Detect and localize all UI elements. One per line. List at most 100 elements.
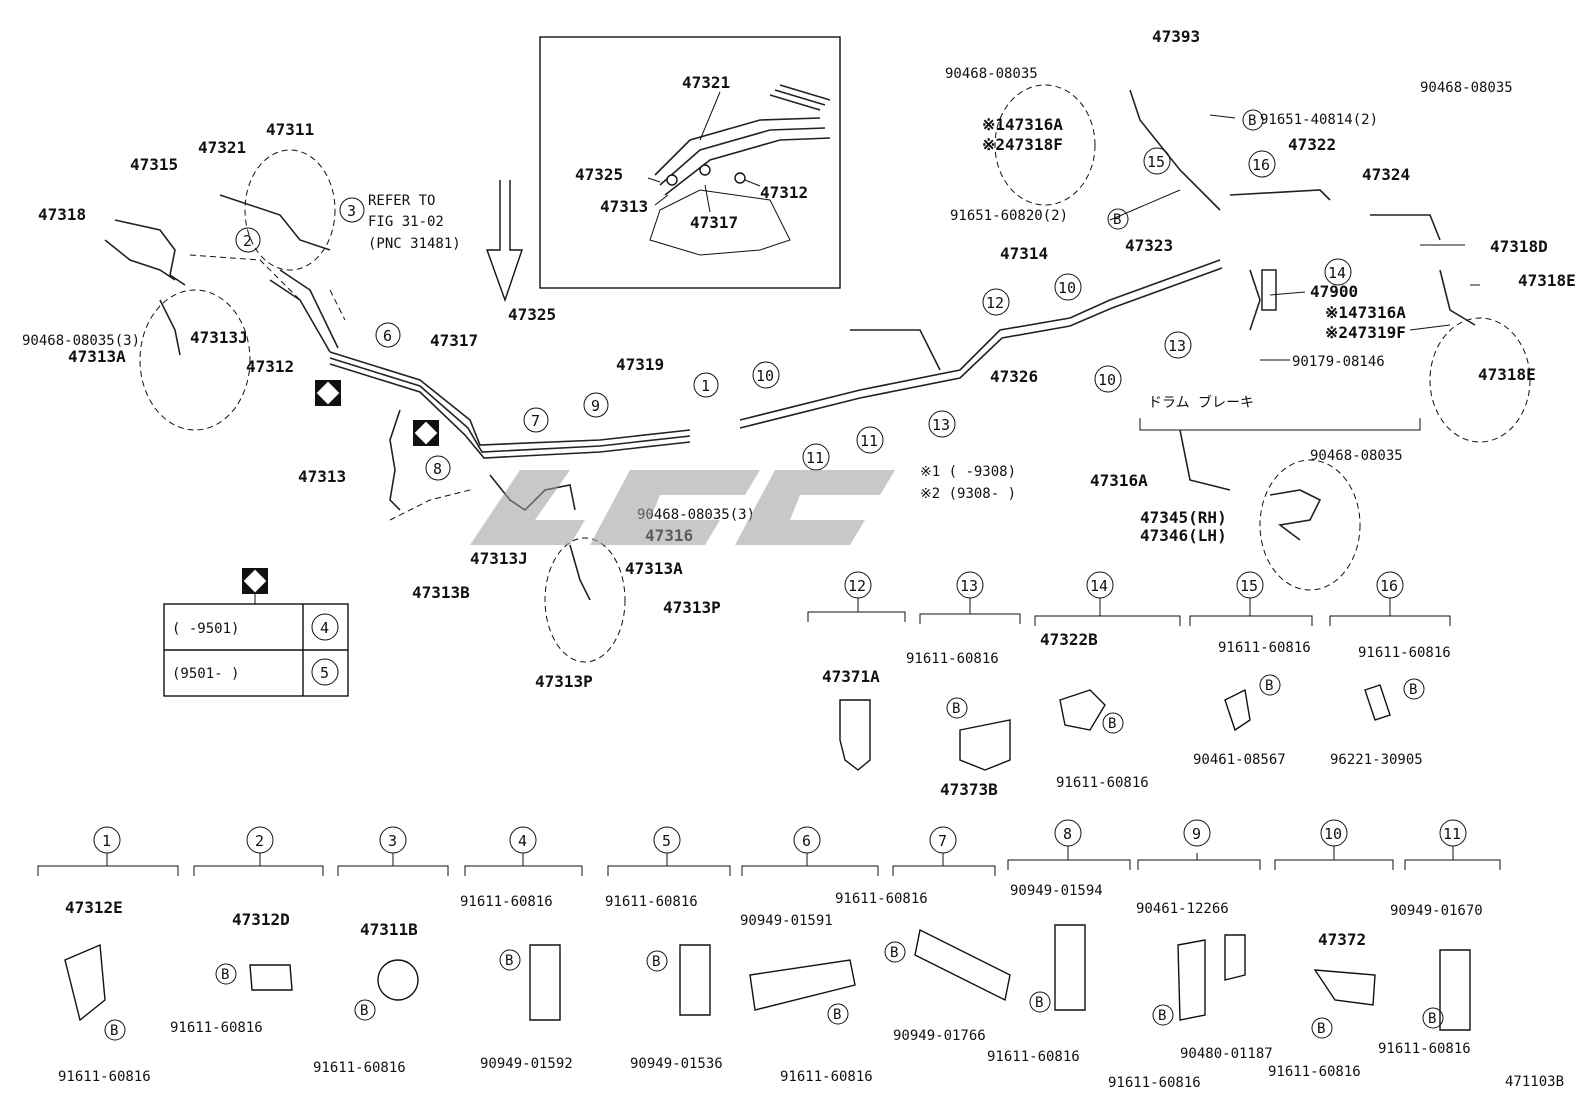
svg-text:B: B	[110, 1023, 118, 1039]
inset-detail: 47321 47325 47313 47317 47312	[539, 36, 841, 289]
main-brake-lines	[104, 89, 1476, 601]
group3-part1: 47311B	[360, 920, 418, 939]
callout-11b: 11	[860, 432, 878, 450]
svg-text:B: B	[952, 701, 960, 717]
group10-part2: 91611-60816	[1268, 1064, 1361, 1080]
label-47325: 47325	[508, 305, 556, 324]
mid-groups: 12 47371A 13 91611-60816 B 47373B 14 473…	[807, 571, 1451, 799]
group10-num: 10	[1324, 825, 1342, 843]
diagram-code: 471103B	[1505, 1074, 1564, 1090]
svg-text:B: B	[652, 954, 660, 970]
group12-part: 47371A	[822, 667, 880, 686]
label-47393: 47393	[1152, 27, 1200, 46]
group9-part2: 90480-01187	[1180, 1046, 1273, 1062]
group9-part1: 90461-12266	[1136, 901, 1229, 917]
svg-text:B: B	[1428, 1011, 1436, 1027]
callout-15: 15	[1147, 153, 1165, 171]
group5-part2: 90949-01536	[630, 1056, 723, 1072]
group5-num: 5	[662, 832, 671, 850]
group7-part1: 91611-60816	[835, 891, 928, 907]
legend-row2-ref: 5	[320, 664, 329, 682]
refer-line1: REFER TO	[368, 193, 435, 209]
group2-part2: 91611-60816	[170, 1020, 263, 1036]
group14-part2: 91611-60816	[1056, 775, 1149, 791]
label-47313: 47313	[298, 467, 346, 486]
svg-text:B: B	[1113, 212, 1121, 228]
label-47316A-drum: 47316A	[1090, 471, 1148, 490]
svg-text:B: B	[221, 967, 229, 983]
label-91651-60820: 91651-60820(2)	[950, 208, 1068, 224]
svg-text:B: B	[505, 953, 513, 969]
main-labels: 47321 47311 47315 47318 90468-08035(3) 4…	[22, 27, 1576, 691]
group6-num: 6	[802, 832, 811, 850]
callout-6: 6	[383, 327, 392, 345]
label-47318F-note: ※247318F	[982, 135, 1063, 154]
legend-table: ( -9501) 4 (9501- ) 5	[163, 568, 349, 697]
label-47326: 47326	[990, 367, 1038, 386]
drum-brake-title: ドラム ブレーキ	[1148, 394, 1254, 411]
group4-part2: 90949-01592	[480, 1056, 573, 1072]
svg-text:B: B	[1158, 1008, 1166, 1024]
callout-12: 12	[986, 294, 1004, 312]
svg-text:B: B	[833, 1007, 841, 1023]
label-47316A-note: ※147316A	[982, 115, 1063, 134]
group9-part3: 91611-60816	[1108, 1075, 1201, 1091]
group12-num: 12	[848, 577, 866, 595]
inset-label-47321: 47321	[682, 73, 730, 92]
label-47317: 47317	[430, 331, 478, 350]
bottom-groups: 1 47312E B 91611-60816 2 47312D B 91611-…	[37, 819, 1501, 1091]
label-47313P-bottom: 47313P	[535, 672, 593, 691]
callout-3: 3	[347, 202, 356, 220]
dashed-guides	[139, 84, 1531, 663]
note-1: ※1 ( -9308)	[920, 464, 1016, 480]
callout-10b: 10	[1058, 279, 1076, 297]
label-47313J-bot: 47313J	[470, 549, 528, 568]
watermark	[470, 470, 895, 545]
svg-text:B: B	[890, 945, 898, 961]
legend-row1-range: ( -9501)	[172, 621, 239, 637]
group2-part1: 47312D	[232, 910, 290, 929]
legend-row2-range: (9501- )	[172, 666, 239, 682]
callout-14: 14	[1328, 264, 1346, 282]
label-47346: 47346(LH)	[1140, 526, 1227, 545]
group8-part1: 90949-01594	[1010, 883, 1103, 899]
group15-part2: 90461-08567	[1193, 752, 1286, 768]
svg-text:B: B	[360, 1003, 368, 1019]
group16-num: 16	[1380, 577, 1398, 595]
callout-11a: 11	[806, 449, 824, 467]
group7-num: 7	[938, 832, 947, 850]
callout-16: 16	[1252, 156, 1270, 174]
label-47319F: ※247319F	[1325, 323, 1406, 342]
label-47324: 47324	[1362, 165, 1410, 184]
refer-line3: (PNC 31481)	[368, 236, 461, 252]
label-47313A-bot: 47313A	[625, 559, 683, 578]
group13-part2: 47373B	[940, 780, 998, 799]
direction-arrow	[486, 180, 523, 303]
label-47318E-b: 47318E	[1478, 365, 1536, 384]
label-47316A-right: ※147316A	[1325, 303, 1406, 322]
note-2: ※2 (9308- )	[920, 486, 1016, 502]
label-47312: 47312	[246, 357, 294, 376]
group15-num: 15	[1240, 577, 1258, 595]
refer-line2: FIG 31-02	[368, 214, 444, 230]
group4-num: 4	[518, 832, 527, 850]
label-47313J-top: 47313J	[190, 328, 248, 347]
group3-num: 3	[388, 832, 397, 850]
svg-text:B: B	[1248, 113, 1256, 129]
group5-part1: 91611-60816	[605, 894, 698, 910]
svg-text:B: B	[1317, 1021, 1325, 1037]
label-90468-right: 90468-08035	[1420, 80, 1513, 96]
group16-part2: 96221-30905	[1330, 752, 1423, 768]
group1-num: 1	[102, 832, 111, 850]
label-90179: 90179-08146	[1292, 354, 1385, 370]
group6-part1: 90949-01591	[740, 913, 833, 929]
group1-part1: 47312E	[65, 898, 123, 917]
group9-num: 9	[1192, 825, 1201, 843]
inset-label-47317: 47317	[690, 213, 738, 232]
label-47313P-right: 47313P	[663, 598, 721, 617]
svg-text:B: B	[1108, 716, 1116, 732]
label-91651-40814: 91651-40814(2)	[1260, 112, 1378, 128]
label-90468-drum: 90468-08035	[1310, 448, 1403, 464]
label-47318E-a: 47318E	[1518, 271, 1576, 290]
